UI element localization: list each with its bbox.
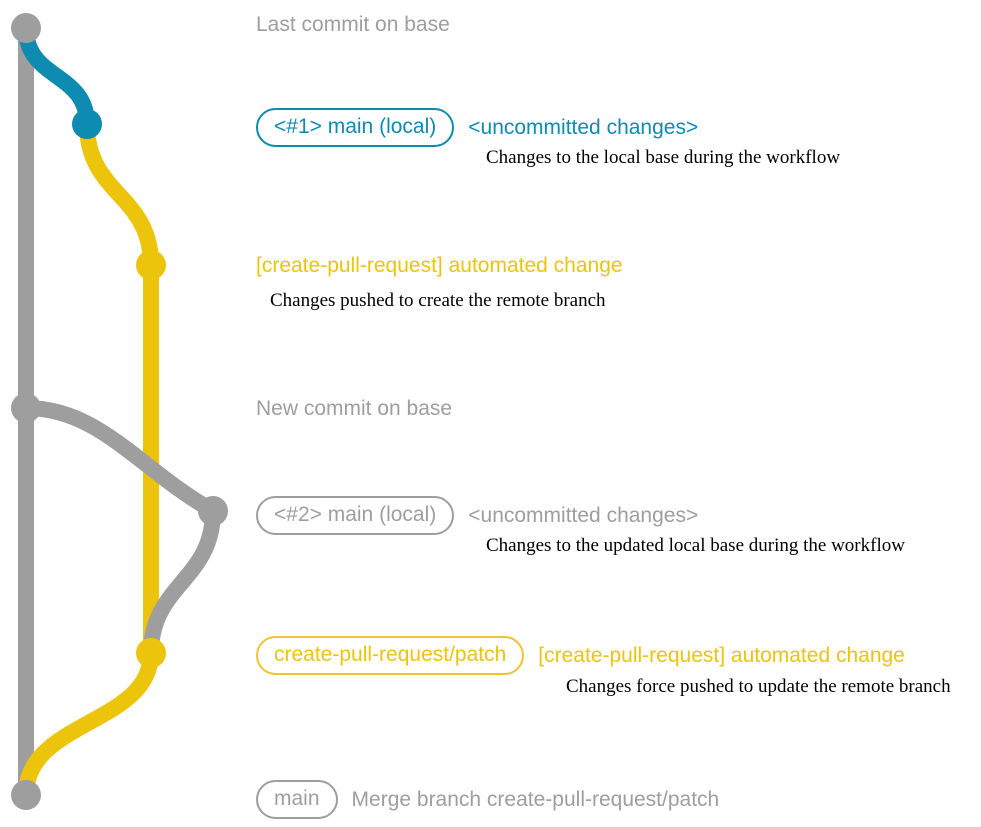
subject-commit-2: <uncommitted changes> <box>468 504 699 527</box>
node-automated-change-update[interactable] <box>136 638 166 668</box>
node-commit-1-local-main[interactable] <box>72 109 102 139</box>
note-commit-2: Changes to the updated local base during… <box>486 535 905 556</box>
badge-commit-1-local-main[interactable]: <#1> main (local) <box>256 108 455 147</box>
note-automated-change-create: Changes pushed to create the remote bran… <box>270 290 606 311</box>
row-automated-change-create: [create-pull-request] automated change <box>256 255 623 276</box>
note-automated-change-update: Changes force pushed to update the remot… <box>566 676 951 697</box>
row-commit-2: <#2> main (local) <uncommitted changes> <box>256 496 698 535</box>
subject-commit-1: <uncommitted changes> <box>468 116 699 139</box>
edge-newbase-to-commit2 <box>18 400 221 519</box>
node-merge-commit-main[interactable] <box>11 780 41 810</box>
row-merge-commit: main Merge branch create-pull-request/pa… <box>256 780 719 819</box>
heading-new-commit-on-base: New commit on base <box>256 397 453 420</box>
edge-patch2-to-merge <box>18 645 159 803</box>
subject-automated-change-update: [create-pull-request] automated change <box>538 644 905 667</box>
edge-base-to-commit1 <box>18 20 95 132</box>
row-commit-1: <#1> main (local) <uncommitted changes> <box>256 108 698 147</box>
badge-main[interactable]: main <box>256 780 338 819</box>
subject-merge-commit: Merge branch create-pull-request/patch <box>351 788 720 811</box>
edge-commit2-to-patch2 <box>143 503 221 661</box>
note-commit-1: Changes to the local base during the wor… <box>486 147 841 168</box>
heading-last-commit-on-base: Last commit on base <box>256 13 450 36</box>
node-last-commit-on-base[interactable] <box>11 13 41 43</box>
row-automated-change-update: create-pull-request/patch [create-pull-r… <box>256 636 905 675</box>
node-new-commit-on-base[interactable] <box>11 393 41 423</box>
node-automated-change-create[interactable] <box>136 250 166 280</box>
node-commit-2-local-main[interactable] <box>198 496 228 526</box>
badge-commit-2-local-main[interactable]: <#2> main (local) <box>256 496 455 535</box>
subject-automated-change-create: [create-pull-request] automated change <box>256 254 623 277</box>
badge-create-pull-request-patch[interactable]: create-pull-request/patch <box>256 636 525 675</box>
edge-commit1-to-patch1 <box>79 116 159 273</box>
